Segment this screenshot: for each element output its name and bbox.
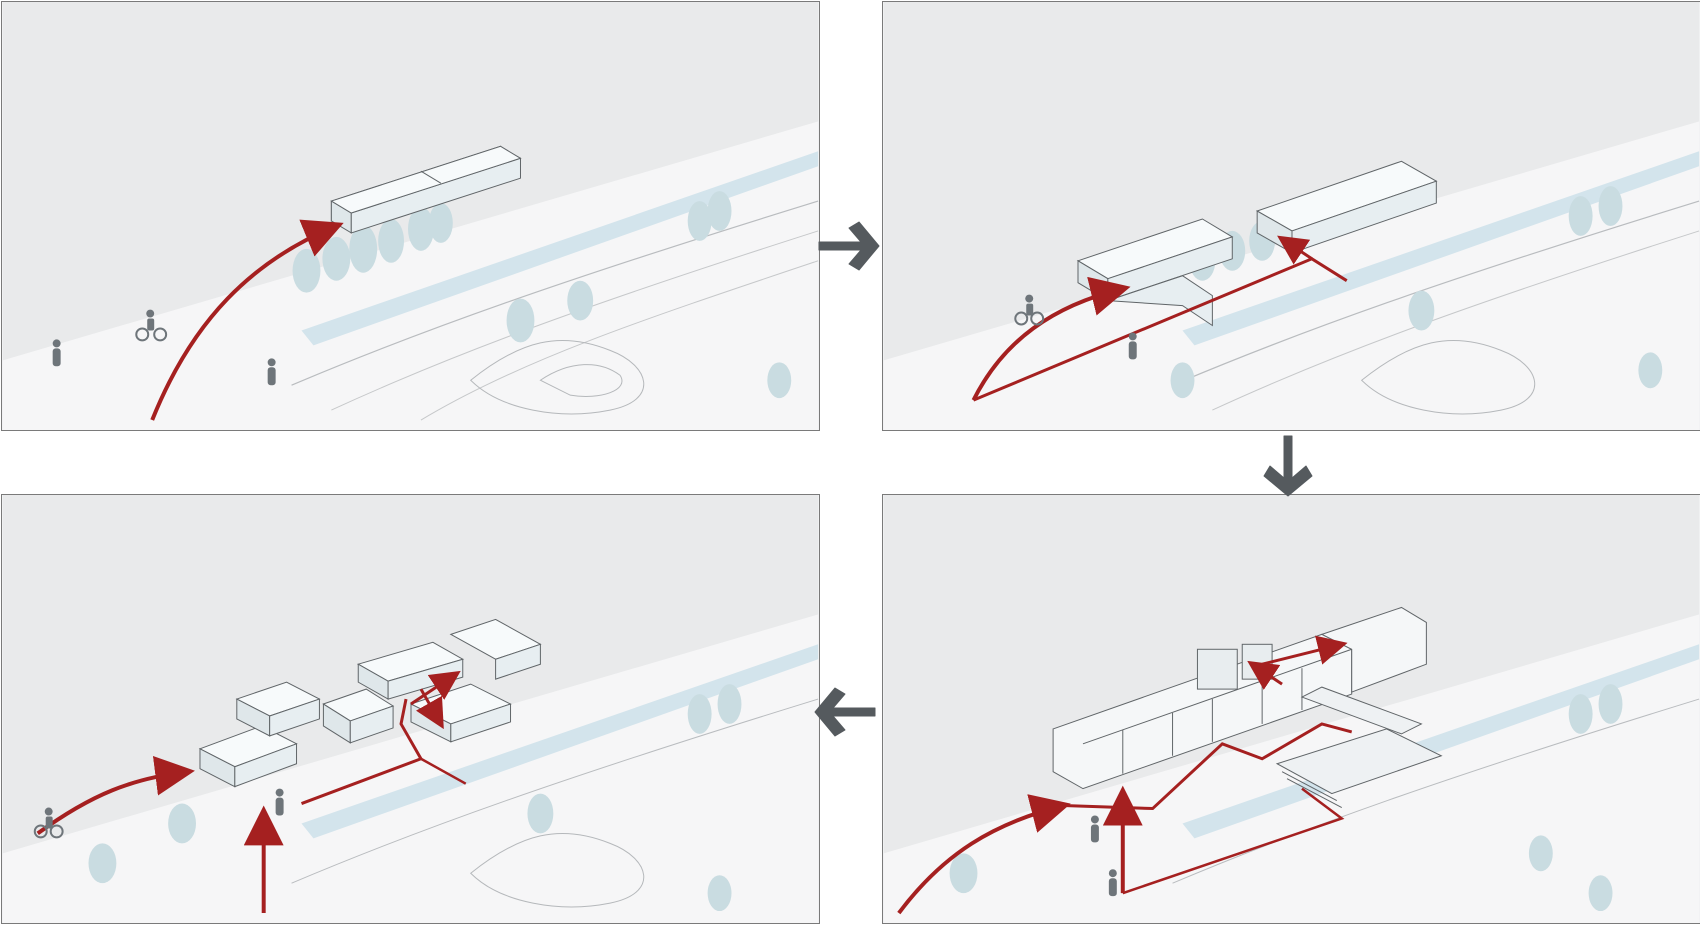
step-1-drawing (2, 2, 819, 430)
cyclist-icon (1014, 294, 1045, 326)
water-band (301, 644, 819, 839)
step-2-drawing (883, 2, 1700, 430)
circulation-arrow (971, 276, 1131, 402)
circulation-arrow (897, 794, 1071, 915)
person-icon (52, 339, 61, 367)
contour-loop (469, 832, 645, 908)
circulation-path (1063, 722, 1353, 811)
cyclist-icon (33, 807, 64, 839)
massing-block-l (1076, 218, 1234, 327)
contour-line (291, 200, 819, 386)
massing-block (322, 688, 395, 744)
tree-icon (1408, 290, 1435, 331)
person-icon (1090, 815, 1099, 843)
tree-icon (428, 203, 453, 243)
step-4-panel (1, 494, 820, 924)
step-1-panel (1, 1, 820, 431)
thick-arrow-icon (811, 676, 883, 748)
tree-icon (687, 201, 712, 241)
contour-line (291, 698, 819, 884)
contour-line (1172, 200, 1700, 386)
step-3-drawing (883, 495, 1700, 923)
tree-icon (949, 853, 978, 894)
massing-block (198, 725, 298, 788)
tree-icon (1638, 352, 1663, 389)
tree-icon (567, 280, 594, 321)
thick-arrow-icon (1252, 430, 1324, 502)
person-icon (1128, 332, 1137, 360)
tree-icon (349, 224, 378, 273)
cyclist-icon (135, 309, 168, 342)
water-band (301, 151, 819, 346)
tree-icon (292, 248, 321, 293)
tree-icon (1598, 684, 1623, 724)
tree-icon (687, 694, 712, 734)
circulation-arrow (1261, 635, 1348, 666)
contour-loop (539, 364, 623, 397)
contour-line (331, 230, 819, 411)
step-4-drawing (2, 495, 819, 923)
lower-ground (2, 614, 819, 923)
tree-icon (1528, 835, 1553, 872)
tree-icon (1588, 875, 1613, 912)
ramp-platform (1275, 728, 1443, 808)
circulation-path (1122, 787, 1345, 895)
person-icon (1108, 869, 1117, 897)
circulation-arrow (1247, 660, 1283, 690)
water-band (1182, 644, 1700, 839)
contour-loop (469, 339, 645, 415)
tree-icon (717, 684, 742, 724)
tree-icon (767, 362, 792, 399)
tree-icon (408, 207, 434, 251)
person-icon (275, 788, 284, 816)
tree-icon (506, 298, 535, 343)
tree-cluster (88, 684, 742, 912)
contour-line (1172, 698, 1700, 884)
tree-icon (322, 236, 351, 281)
tree-icon (168, 803, 197, 844)
tree-icon (707, 191, 732, 231)
step-3-panel (882, 494, 1700, 924)
massing-block (356, 641, 465, 700)
circulation-arrow (416, 688, 444, 730)
circulation-arrow (36, 755, 195, 836)
tree-icon (88, 843, 117, 884)
tree-icon (707, 875, 732, 912)
circulation-arrow (1277, 235, 1313, 265)
tree-icon (1568, 694, 1593, 734)
tree-icon (378, 218, 405, 263)
circulation-arrow (150, 219, 344, 421)
thick-arrow-icon (811, 210, 883, 282)
circulation-path (420, 757, 467, 785)
tree-icon (1568, 196, 1593, 236)
circulation-path (300, 698, 424, 805)
lower-ground (2, 121, 819, 430)
tree-cluster (949, 684, 1623, 912)
massing-block (449, 618, 542, 680)
tree-icon (1598, 186, 1623, 226)
water-band (1182, 151, 1700, 346)
tree-icon (527, 793, 554, 834)
person-icon (267, 358, 276, 386)
massing-block (330, 145, 522, 234)
contour-line (420, 260, 819, 421)
contour-loop (1360, 339, 1536, 415)
massing-block (1255, 160, 1438, 254)
tree-icon (1170, 362, 1195, 399)
step-2-panel (882, 1, 1700, 431)
massing-block (235, 681, 321, 737)
